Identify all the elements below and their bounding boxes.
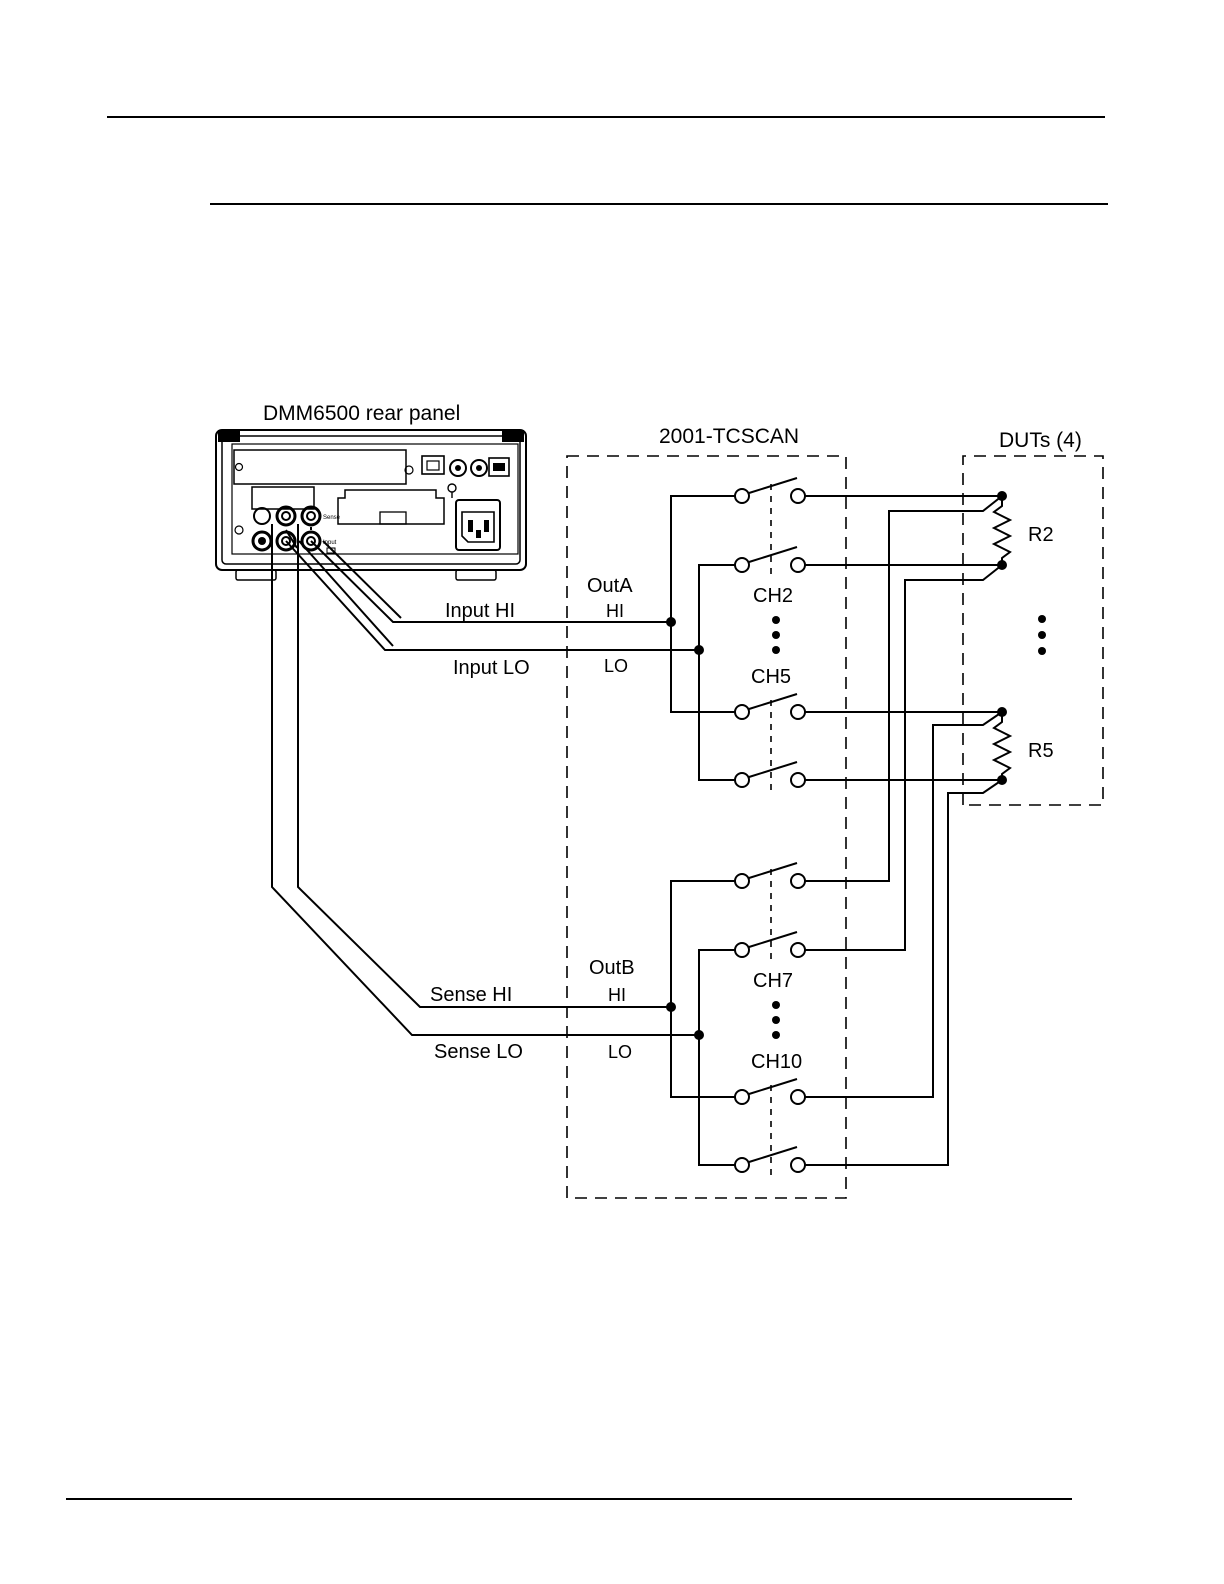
switch-ch7-lo [735, 932, 805, 957]
bus-b [666, 881, 742, 1165]
switch-ch5-lo [735, 762, 805, 787]
switch-ch7-hi [735, 863, 805, 888]
switch-ch10-hi [735, 1079, 805, 1104]
input-hi-label: Input HI [445, 600, 515, 622]
bus-a [666, 496, 742, 780]
switch-ch5-hi [735, 694, 805, 719]
dmm6500-rear-panel: Sense Input [216, 430, 526, 580]
resistor-label-r2: R2 [1028, 524, 1054, 546]
dut-ellipsis [1038, 615, 1046, 655]
channel-ellipsis-b [772, 1001, 780, 1039]
out-a-label: OutA [587, 575, 633, 597]
panel-sense-label: Sense [323, 515, 341, 521]
dut-wiring [805, 491, 1007, 1165]
channel-ellipsis-a [772, 616, 780, 654]
out-a-hi-label: HI [606, 601, 624, 621]
resistor-r2 [994, 496, 1010, 565]
sense-lo-label: Sense LO [434, 1041, 523, 1063]
resistor-r5 [994, 712, 1010, 780]
channel-label-ch10: CH10 [751, 1051, 802, 1073]
out-b-lo-label: LO [608, 1042, 632, 1062]
out-b-hi-label: HI [608, 985, 626, 1005]
resistor-label-r5: R5 [1028, 740, 1054, 762]
scanner-label: 2001-TCSCAN [659, 425, 799, 448]
out-a-lo-label: LO [604, 656, 628, 676]
switch-ch2-hi [735, 478, 805, 503]
channel-label-ch7: CH7 [753, 970, 793, 992]
instrument-label: DMM6500 rear panel [263, 402, 460, 425]
duts-label: DUTs (4) [999, 429, 1082, 452]
relay-switches [735, 478, 805, 1180]
sense-hi-label: Sense HI [430, 984, 512, 1006]
channel-label-ch2: CH2 [753, 585, 793, 607]
switch-ch2-lo [735, 547, 805, 572]
switch-ch10-lo [735, 1147, 805, 1172]
out-b-label: OutB [589, 957, 635, 979]
input-lo-label: Input LO [453, 657, 530, 679]
channel-label-ch5: CH5 [751, 666, 791, 688]
